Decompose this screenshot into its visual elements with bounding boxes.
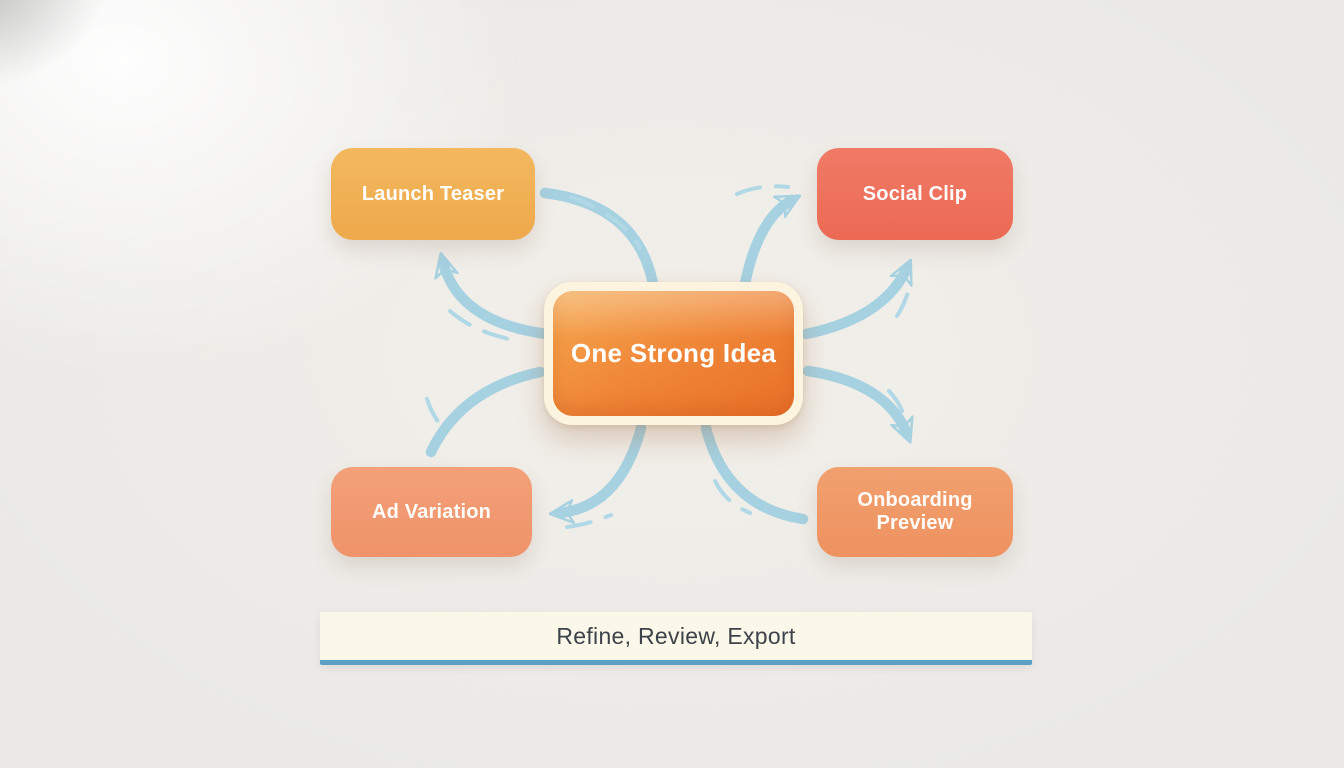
footer-label: Refine, Review, Export bbox=[556, 622, 796, 649]
arrow-accent-dash bbox=[713, 479, 752, 515]
node-one-strong-idea-face: One Strong Idea bbox=[553, 291, 794, 416]
node-social-clip-label: Social Clip bbox=[862, 182, 968, 205]
node-one-strong-idea: One Strong Idea bbox=[544, 282, 803, 425]
arrow-center-to-launchteaser bbox=[443, 262, 552, 340]
node-one-strong-idea-label: One Strong Idea bbox=[570, 338, 777, 368]
node-onboarding-preview: Onboarding Preview bbox=[817, 467, 1013, 557]
arrow-center-to-advariation-top bbox=[425, 366, 546, 458]
arrow-accent-dash bbox=[569, 195, 642, 250]
arrow-accent-dash bbox=[425, 397, 448, 433]
node-social-clip: Social Clip bbox=[817, 148, 1013, 240]
arrow-accent-dash bbox=[565, 513, 613, 529]
arrow-accent-dash bbox=[895, 282, 912, 318]
arrow-center-to-socialclip-left bbox=[738, 200, 792, 295]
arrow-accent-dash bbox=[887, 389, 908, 423]
node-ad-variation-label: Ad Variation bbox=[371, 500, 492, 523]
arrow-center-to-socialclip-bottom bbox=[800, 268, 907, 340]
node-onboarding-preview-label: Onboarding Preview bbox=[857, 489, 973, 534]
arrow-accent-dash bbox=[448, 309, 511, 341]
node-launch-teaser-label: Launch Teaser bbox=[361, 182, 505, 205]
arrow-accent-dash bbox=[735, 184, 790, 196]
node-ad-variation: Ad Variation bbox=[331, 467, 532, 557]
arrow-center-to-onboarding-left bbox=[700, 422, 809, 525]
arrow-center-to-advariation-right bbox=[559, 422, 647, 513]
arrow-center-to-onboarding-top bbox=[802, 365, 907, 434]
footer-bar: Refine, Review, Export bbox=[320, 612, 1032, 665]
node-launch-teaser: Launch Teaser bbox=[331, 148, 535, 240]
